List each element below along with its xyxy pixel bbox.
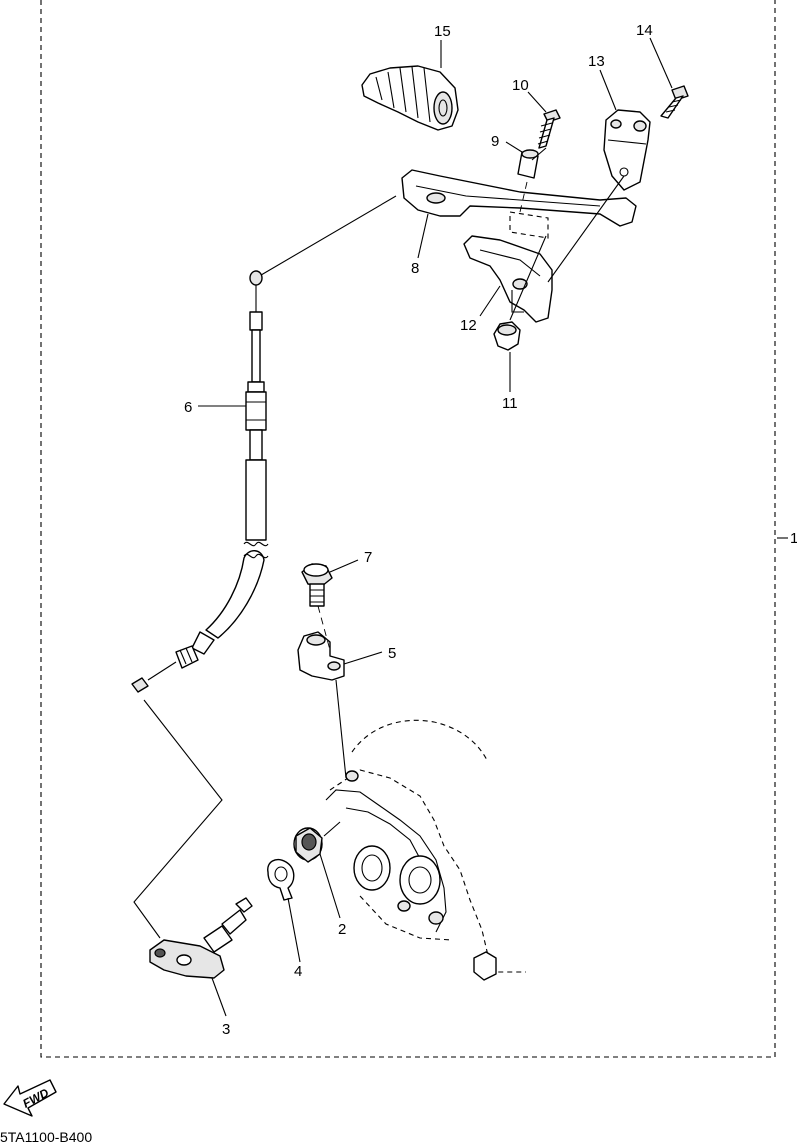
part-9-collar[interactable] (517, 149, 539, 179)
part-4-circlip[interactable] (267, 858, 301, 963)
part-8-lever[interactable] (401, 169, 637, 227)
engine-case (325, 719, 526, 981)
label-7: 7 (364, 549, 372, 566)
label-1: 1 (790, 530, 797, 547)
part-7-bolt[interactable] (301, 559, 359, 607)
label-12: 12 (460, 317, 477, 334)
label-5: 5 (388, 645, 396, 662)
label-10: 10 (512, 77, 529, 94)
part-14-bolt[interactable] (660, 85, 689, 119)
diagram-code: 5TA1100-B400 (0, 1129, 93, 1145)
part-13-clamp[interactable] (603, 109, 651, 191)
part-12-lever-holder[interactable] (463, 211, 553, 323)
label-15: 15 (434, 23, 451, 40)
part-6-cable[interactable] (131, 270, 267, 693)
label-14: 14 (636, 22, 653, 39)
part-11-nut[interactable] (493, 321, 521, 351)
label-3: 3 (222, 1021, 230, 1038)
label-13: 13 (588, 53, 605, 70)
part-10-bolt[interactable] (537, 109, 561, 149)
label-8: 8 (411, 260, 419, 277)
upper-assembly-lines (255, 147, 625, 321)
label-6: 6 (184, 399, 192, 416)
lower-cable-route (133, 699, 223, 939)
cable-break-marks (243, 541, 269, 559)
bolt-assembly-line (317, 605, 347, 779)
label-4: 4 (294, 963, 302, 980)
part-3-push-lever-shaft[interactable] (149, 897, 253, 1017)
label-11: 11 (502, 395, 518, 412)
label-9: 9 (491, 133, 499, 150)
part-2-oil-seal[interactable] (293, 821, 341, 919)
callout-labels: 15 14 13 10 9 8 12 11 6 1 7 5 2 4 3 (184, 22, 797, 1038)
part-5-holder[interactable] (297, 631, 383, 681)
part-15-grip[interactable] (361, 65, 459, 131)
fwd-arrow-icon: FWD (3, 1079, 57, 1117)
assembly-boundary (40, 0, 788, 1058)
callout-leaders (198, 37, 673, 407)
label-2: 2 (338, 921, 346, 938)
